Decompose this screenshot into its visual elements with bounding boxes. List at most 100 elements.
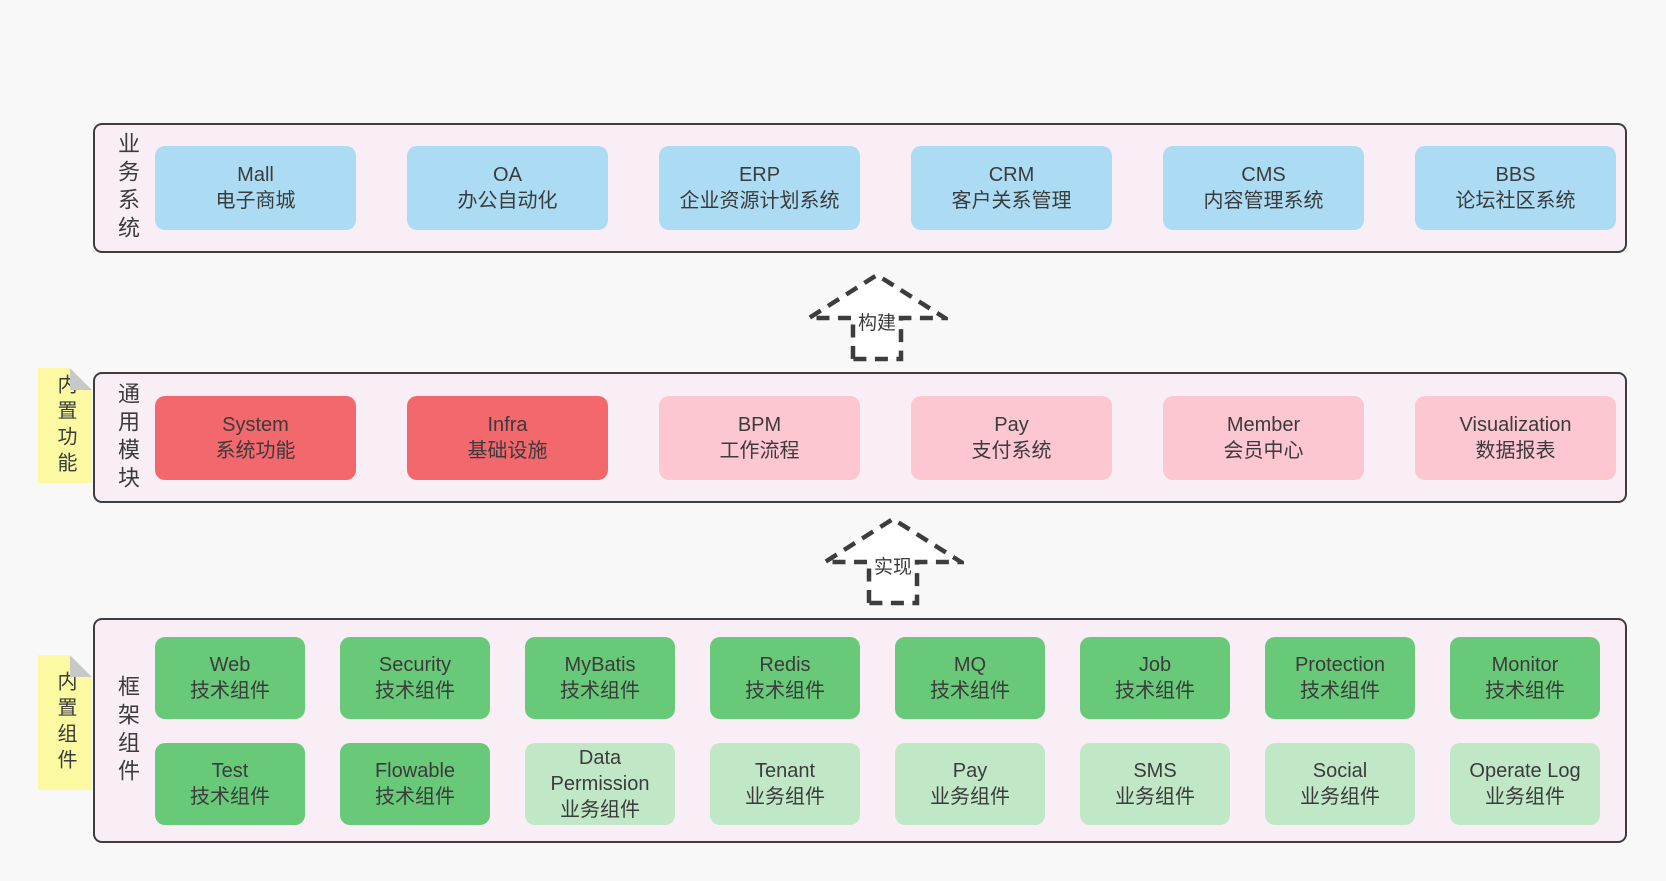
layer-rows: Mall 电子商城 OA 办公自动化 ERP 企业资源计划系统 CRM 客户关系管理 CMS 内容… — [155, 146, 1616, 230]
module-desc: 支付系统 — [971, 439, 1052, 462]
module-name: SMS — [1133, 759, 1177, 782]
module-name: Monitor — [1491, 653, 1559, 676]
module-name: Job — [1138, 653, 1172, 676]
module-desc: 技术组件 — [930, 679, 1010, 702]
module-desc: 业务组件 — [1115, 785, 1195, 808]
sticky-tag-label: 内置功能 — [54, 373, 76, 478]
module-box-monitor: Monitor 技术组件 — [1450, 636, 1600, 719]
layer-label: 框架组件 — [115, 674, 140, 787]
module-name: Mall — [237, 164, 274, 186]
module-box-sms: SMS 业务组件 — [1080, 742, 1230, 825]
module-name: Pay — [952, 759, 988, 782]
module-box-security: Security 技术组件 — [340, 636, 490, 719]
module-desc: 业务组件 — [1300, 785, 1380, 808]
module-desc: 技术组件 — [375, 785, 455, 808]
module-desc: 办公自动化 — [457, 190, 558, 212]
module-box-mall: Mall 电子商城 — [155, 146, 356, 230]
module-box-social: Social 业务组件 — [1265, 742, 1415, 825]
sticky-tag-built-in-components: 内置组件 — [38, 655, 92, 790]
module-desc: 业务组件 — [560, 798, 640, 821]
module-desc: 技术组件 — [745, 679, 825, 702]
module-desc: 技术组件 — [1115, 679, 1195, 702]
module-name: Operate Log — [1469, 759, 1581, 782]
module-name: OA — [493, 164, 522, 186]
folded-corner-icon — [70, 368, 92, 390]
module-desc: 业务组件 — [745, 785, 825, 808]
module-name: Tenant — [754, 759, 816, 782]
layer-business-systems: 业务系统 Mall 电子商城 OA 办公自动化 ERP 企业资源计划系统 CRM 客户关系管理… — [93, 123, 1627, 253]
module-name: Member — [1226, 413, 1301, 436]
module-name: Web — [209, 653, 251, 676]
layer-rows: System 系统功能 Infra 基础设施 BPM 工作流程 Pay 支付系统 Member 会… — [155, 395, 1616, 480]
module-desc: 会员中心 — [1223, 439, 1304, 462]
module-box-infra: Infra 基础设施 — [407, 395, 608, 480]
module-box-flowable: Flowable 技术组件 — [340, 742, 490, 825]
module-box-system: System 系统功能 — [155, 395, 356, 480]
module-name: Redis — [759, 653, 811, 676]
module-row: System 系统功能 Infra 基础设施 BPM 工作流程 Pay 支付系统 Member 会… — [155, 395, 1616, 480]
module-name: Security — [378, 653, 452, 676]
module-box-operate-log: Operate Log 业务组件 — [1450, 742, 1600, 825]
module-desc: 内容管理系统 — [1203, 190, 1324, 212]
layer-label: 业务系统 — [115, 132, 140, 244]
module-desc: 技术组件 — [1485, 679, 1565, 702]
module-name: Data Permission — [550, 746, 650, 795]
module-desc: 系统功能 — [215, 439, 296, 462]
module-box-erp: ERP 企业资源计划系统 — [659, 146, 860, 230]
module-name: MyBatis — [564, 653, 636, 676]
module-box-member: Member 会员中心 — [1163, 395, 1364, 480]
layer-common-modules: 通用模块 System 系统功能 Infra 基础设施 BPM 工作流程 Pay 支付系统 Me… — [93, 372, 1627, 503]
module-row: Mall 电子商城 OA 办公自动化 ERP 企业资源计划系统 CRM 客户关系管理 CMS 内容… — [155, 146, 1616, 230]
module-box-oa: OA 办公自动化 — [407, 146, 608, 230]
module-name: CMS — [1241, 164, 1286, 186]
module-desc: 技术组件 — [1300, 679, 1380, 702]
module-box-bpm: BPM 工作流程 — [659, 395, 860, 480]
folded-corner-icon — [70, 655, 92, 677]
module-desc: 工作流程 — [719, 439, 800, 462]
module-desc: 技术组件 — [375, 679, 455, 702]
module-name: BPM — [737, 413, 782, 436]
module-desc: 技术组件 — [190, 785, 270, 808]
module-desc: 基础设施 — [467, 439, 548, 462]
module-name: Infra — [487, 413, 528, 436]
module-box-mq: MQ 技术组件 — [895, 636, 1045, 719]
module-box-mybatis: MyBatis 技术组件 — [525, 636, 675, 719]
layer-label: 通用模块 — [115, 381, 140, 494]
module-name: Test — [211, 759, 249, 782]
module-name: Social — [1312, 759, 1368, 782]
module-box-test: Test 技术组件 — [155, 742, 305, 825]
module-name: BBS — [1495, 164, 1536, 186]
module-name: MQ — [953, 653, 987, 676]
arrow-label: 构建 — [858, 312, 896, 334]
arrow-label: 实现 — [874, 556, 912, 578]
module-box-redis: Redis 技术组件 — [710, 636, 860, 719]
module-box-protection: Protection 技术组件 — [1265, 636, 1415, 719]
module-box-pay: Pay 业务组件 — [895, 742, 1045, 825]
module-desc: 业务组件 — [930, 785, 1010, 808]
module-box-tenant: Tenant 业务组件 — [710, 742, 860, 825]
arrow-up-build-icon: 构建 — [806, 272, 948, 362]
module-desc: 企业资源计划系统 — [679, 190, 840, 212]
module-name: Pay — [994, 413, 1029, 436]
sticky-tag-built-in-features: 内置功能 — [38, 368, 92, 483]
module-desc: 客户关系管理 — [951, 190, 1072, 212]
module-desc: 电子商城 — [215, 190, 296, 212]
module-desc: 技术组件 — [560, 679, 640, 702]
module-name: Protection — [1294, 653, 1386, 676]
module-name: ERP — [738, 164, 781, 186]
module-box-data-permission: Data Permission 业务组件 — [525, 742, 675, 825]
module-desc: 技术组件 — [190, 679, 270, 702]
module-name: CRM — [988, 164, 1035, 186]
module-desc: 论坛社区系统 — [1455, 190, 1576, 212]
module-box-web: Web 技术组件 — [155, 636, 305, 719]
module-name: Flowable — [374, 759, 456, 782]
module-box-bbs: BBS 论坛社区系统 — [1415, 146, 1616, 230]
module-name: System — [222, 413, 289, 436]
module-desc: 业务组件 — [1485, 785, 1565, 808]
